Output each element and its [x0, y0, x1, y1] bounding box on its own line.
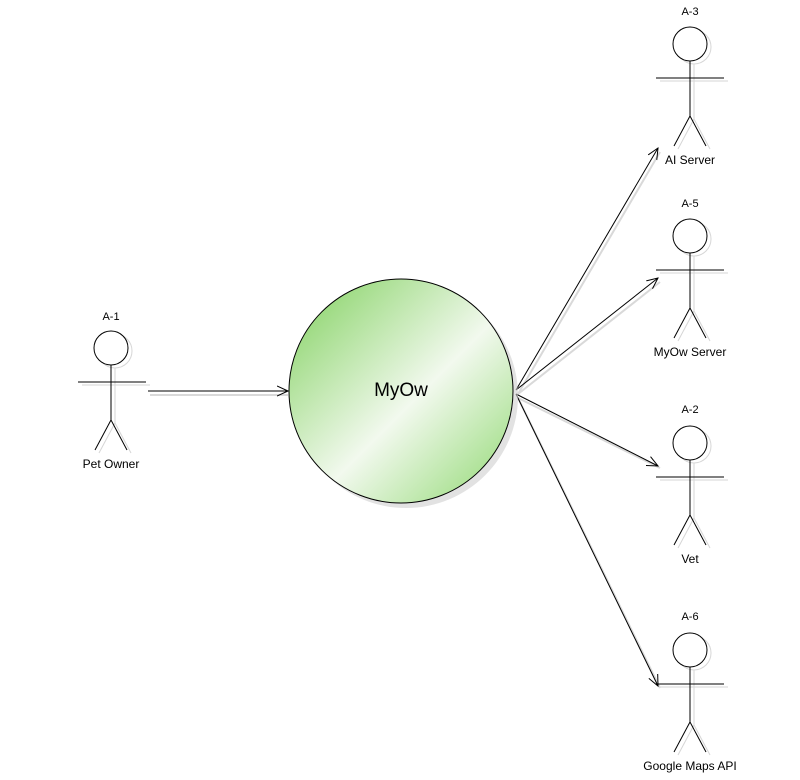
actor-vet[interactable]: A-2 Vet — [656, 404, 728, 566]
actor-name-label: Vet — [681, 552, 699, 566]
system-myow[interactable]: MyOw — [288, 278, 518, 508]
stick-figure-icon — [656, 218, 728, 342]
stick-figure-icon — [78, 330, 150, 454]
arrow-myow-to-google-maps-api — [515, 393, 658, 686]
arrow-myow-to-ai-server — [515, 148, 658, 391]
actor-name-label: AI Server — [665, 153, 715, 167]
arrow-myow-to-vet — [515, 393, 658, 466]
stick-figure-icon — [656, 26, 728, 150]
actor-id-label: A-2 — [681, 404, 698, 416]
system-circle — [288, 278, 514, 504]
associations — [148, 148, 661, 689]
actor-myow-server[interactable]: A-5 MyOw Server — [654, 198, 728, 359]
actor-ai-server[interactable]: A-3 AI Server — [656, 6, 728, 167]
actor-name-label: Pet Owner — [83, 457, 140, 471]
actor-name-label: MyOw Server — [654, 345, 727, 359]
stick-figure-icon — [656, 632, 728, 756]
actor-name-label: Google Maps API — [643, 759, 736, 773]
actor-id-label: A-3 — [681, 6, 698, 18]
actor-google-maps-api[interactable]: A-6 Google Maps API — [643, 611, 736, 773]
actor-id-label: A-1 — [102, 311, 119, 323]
stick-figure-icon — [656, 425, 728, 549]
actor-id-label: A-6 — [681, 611, 698, 623]
actor-pet-owner[interactable]: A-1 Pet Owner — [78, 311, 150, 471]
actor-id-label: A-5 — [681, 198, 698, 210]
arrow-myow-to-myow-server — [515, 278, 658, 391]
system-label: MyOw — [374, 380, 428, 401]
